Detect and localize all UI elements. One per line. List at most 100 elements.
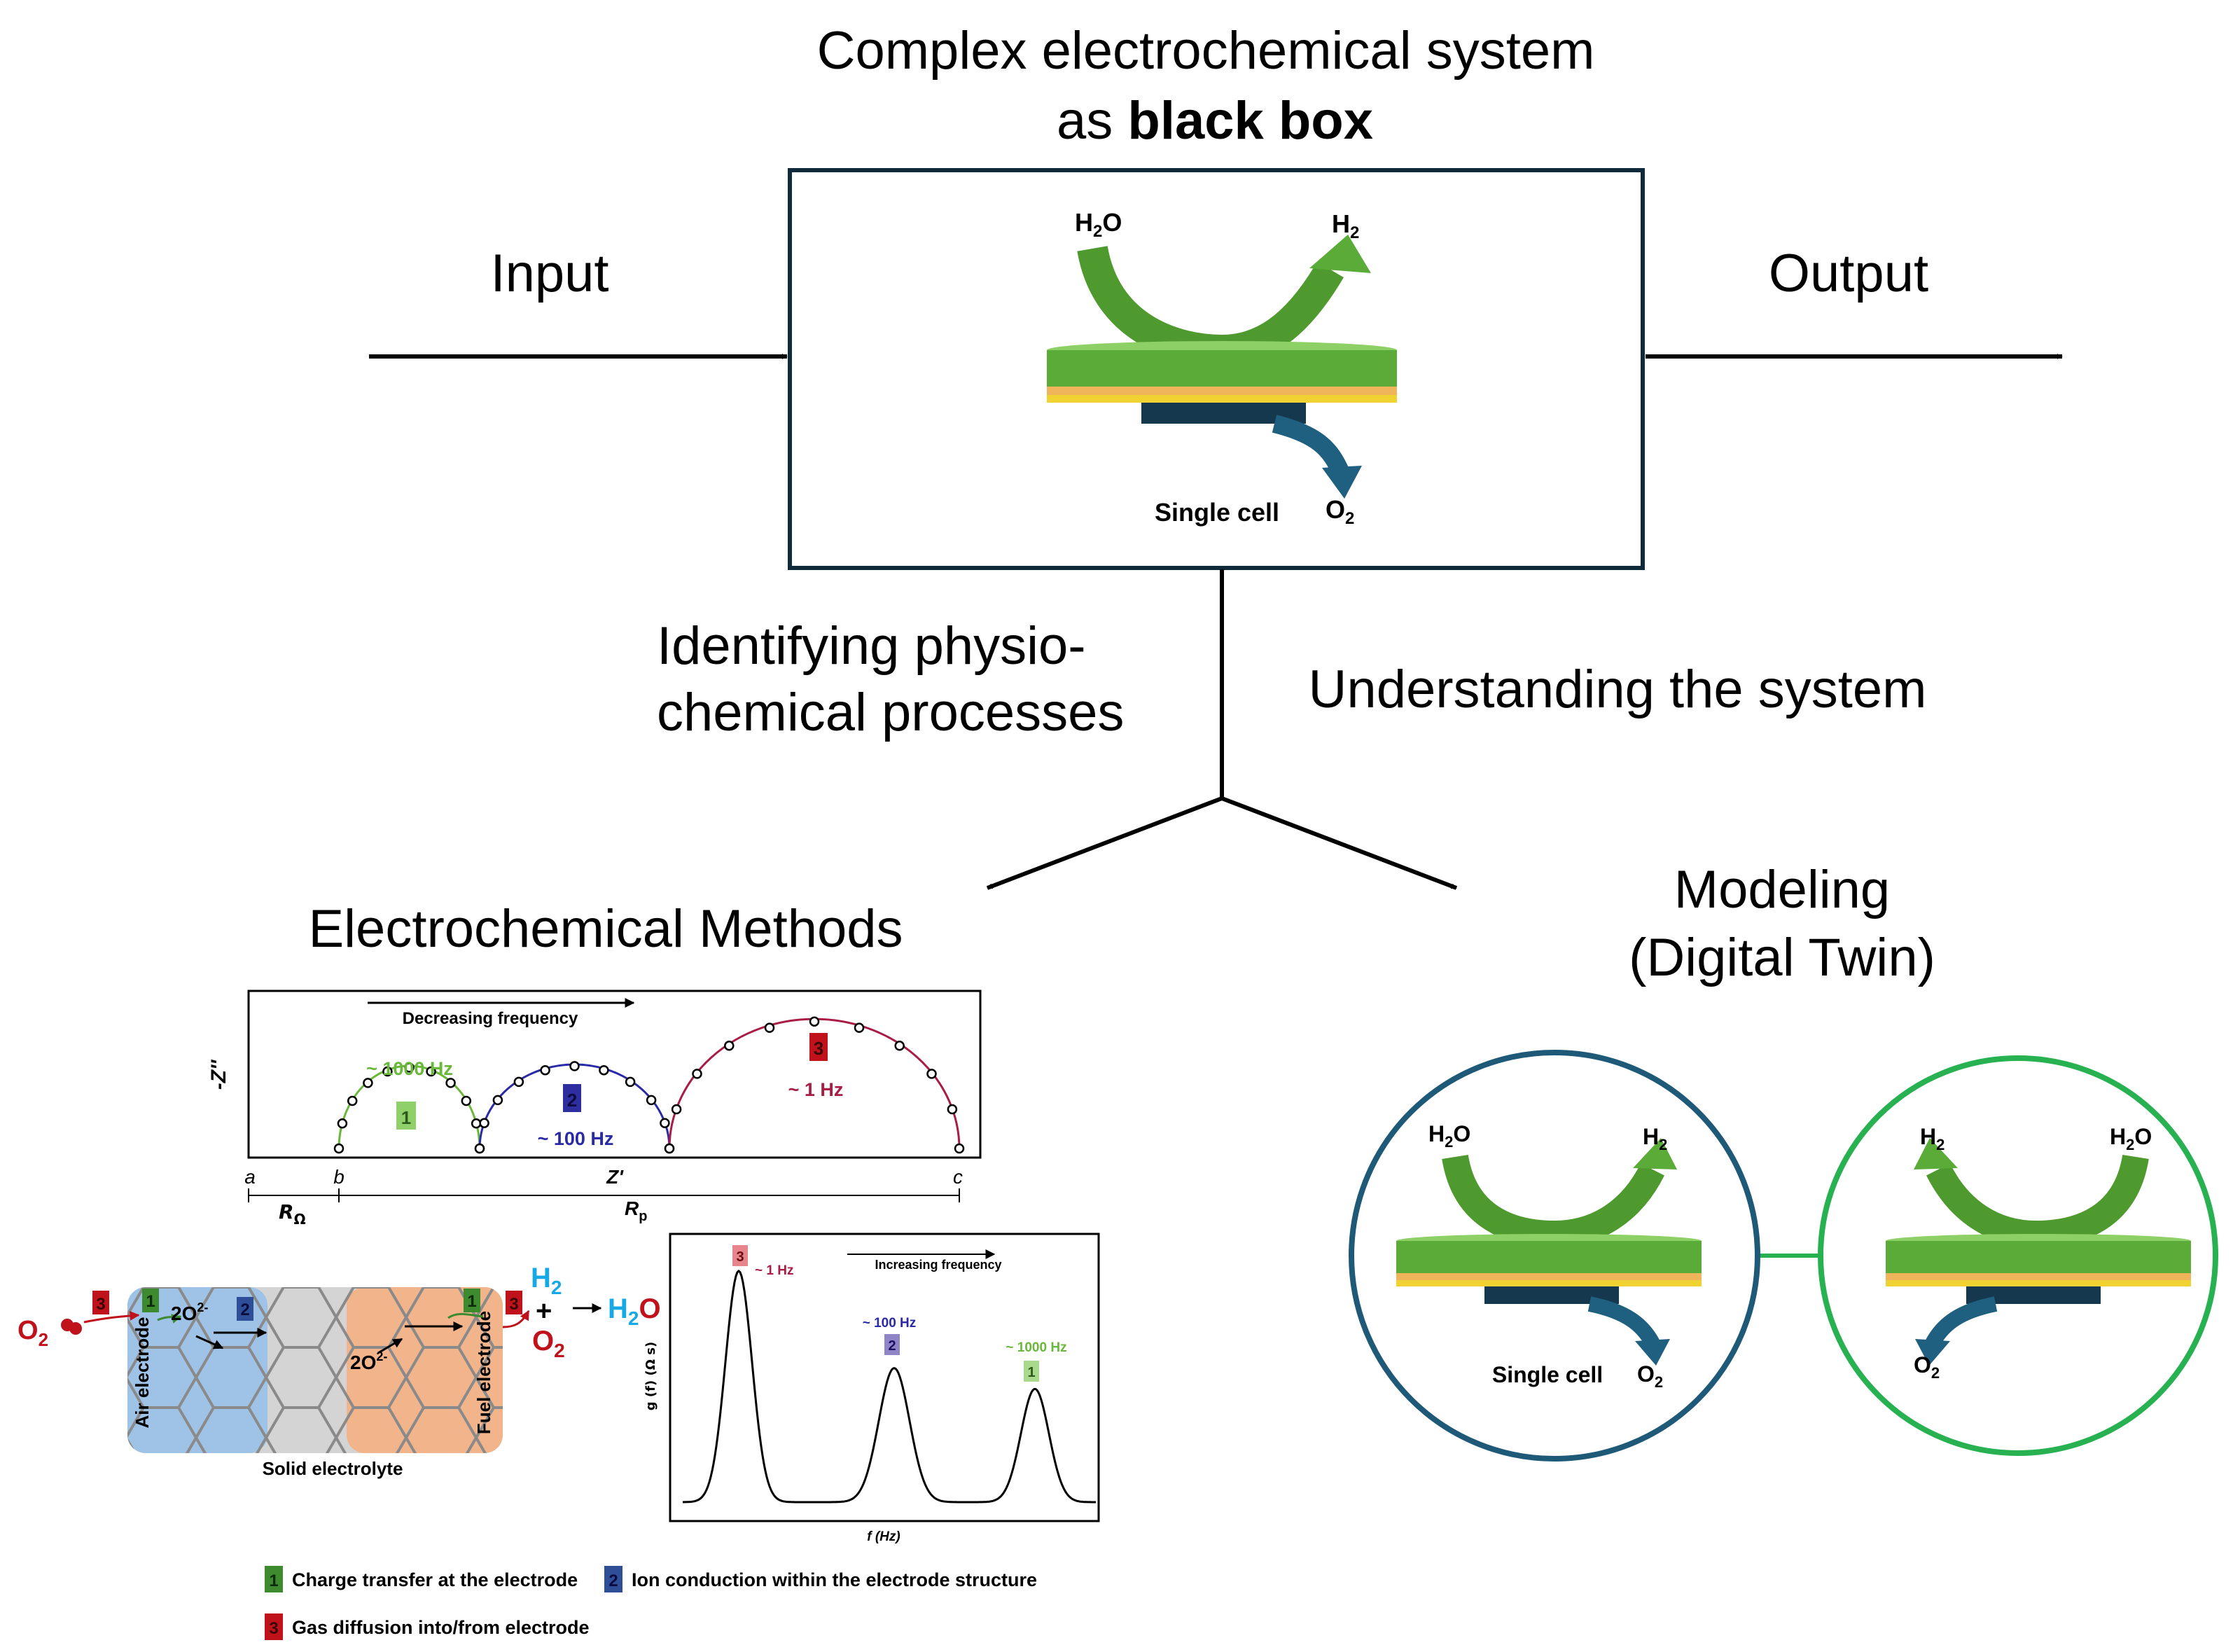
- branch-arrow-left: [986, 796, 1223, 890]
- modeling-title-line2: (Digital Twin): [1629, 928, 1935, 987]
- nyquist-frame: [247, 990, 982, 1159]
- peak3-number: 1: [1027, 1365, 1035, 1380]
- electrolyte-layer: [1047, 395, 1397, 403]
- digital-twin: H2O H2 O2 Single cell H2O H2 O2: [1349, 1050, 2218, 1462]
- nyquist-data-point: [664, 1143, 675, 1154]
- nyquist-data-point: [479, 1118, 489, 1128]
- nyquist-data-point: [471, 1118, 482, 1129]
- h2-product-label: H2: [531, 1263, 562, 1298]
- nyquist-data-point: [692, 1069, 702, 1079]
- process-legend: 1 Charge transfer at the electrode 2 Ion…: [265, 1566, 1037, 1640]
- nyquist-data-point: [854, 1022, 865, 1033]
- branch-left-line2: chemical processes: [657, 683, 1124, 742]
- arc2-frequency-label: ~ 100 Hz: [538, 1128, 614, 1149]
- branch-right-label: Understanding the system: [1309, 660, 1927, 719]
- nyquist-data-point: [382, 1066, 393, 1077]
- oxide-ion-label-left: 2O2-: [171, 1300, 208, 1324]
- peak3-label: ~ 1000 Hz: [1006, 1340, 1066, 1355]
- air-electrode-label: Air electrode: [132, 1317, 153, 1429]
- nyquist-data-point: [363, 1078, 373, 1088]
- legend-item-3: Gas diffusion into/from electrode: [292, 1617, 590, 1638]
- ion-conduction-number: 2: [240, 1300, 249, 1319]
- nyquist-ylabel: -Z'': [207, 1060, 230, 1090]
- peak2-badge: [884, 1334, 900, 1355]
- gas-diffusion-badge-left: [92, 1291, 109, 1314]
- nyquist-data-point: [492, 1095, 503, 1106]
- h2o-label: H2O: [1075, 208, 1122, 241]
- legend-number-3: 3: [269, 1619, 278, 1638]
- peak1-number: 3: [736, 1249, 744, 1265]
- modeling-title-line1: Modeling: [1674, 860, 1890, 919]
- tick-c: c: [953, 1166, 963, 1188]
- nyquist-data-point: [764, 1022, 775, 1033]
- branch-left-line1: Identifying physio-: [657, 616, 1086, 676]
- r-p-label: Rp: [625, 1198, 647, 1224]
- nyquist-data-point: [474, 1143, 485, 1154]
- charge-transfer-badge-left: [142, 1289, 159, 1312]
- nyquist-data-point: [540, 1064, 550, 1076]
- gas-diffusion-number-left: 3: [96, 1295, 105, 1314]
- nyquist-data-point: [445, 1078, 456, 1088]
- legend-item-1: Charge transfer at the electrode: [292, 1569, 578, 1590]
- arc1-number-badge: [396, 1102, 416, 1130]
- nyquist-data-point: [513, 1076, 524, 1088]
- nyquist-data-point: [646, 1095, 657, 1106]
- main-title-line1: Complex electrochemical system: [817, 21, 1595, 81]
- peak2-number: 2: [888, 1338, 896, 1354]
- charge-transfer-number-left: 1: [146, 1292, 155, 1311]
- nyquist-data-point: [337, 1118, 348, 1129]
- arc2-number-badge: [563, 1084, 581, 1112]
- main-title-line2: as black box: [1057, 91, 1373, 151]
- charge-transfer-number-right: 1: [467, 1292, 476, 1311]
- nyquist-header: Decreasing frequency: [403, 1009, 578, 1028]
- nyquist-data-point: [333, 1143, 345, 1154]
- single-cell-caption: Single cell: [1155, 498, 1279, 527]
- arc1-number: 1: [401, 1107, 411, 1128]
- o2-label: O2: [1326, 495, 1354, 528]
- nyquist-data-point: [569, 1061, 580, 1071]
- drt-xlabel: f (Hz): [867, 1529, 900, 1544]
- nyquist-data-point: [660, 1118, 670, 1128]
- legend-item-2: Ion conduction within the electrode stru…: [632, 1569, 1037, 1590]
- fuel-electrode-label: Fuel electrode: [473, 1311, 494, 1434]
- legend-badge-3: [265, 1613, 283, 1640]
- nyquist-data-point: [809, 1016, 820, 1027]
- ion-conduction-badge: [237, 1297, 253, 1321]
- arc2-number: 2: [567, 1090, 577, 1111]
- tick-a: a: [244, 1166, 256, 1188]
- drt-plot: Increasing frequency g (f) (Ω s) f (Hz) …: [644, 1233, 1100, 1544]
- legend-number-1: 1: [269, 1571, 278, 1590]
- h2-label: H2: [1332, 209, 1359, 242]
- drt-ylabel: g (f) (Ω s): [644, 1342, 658, 1410]
- gas-diffusion-number-right: 3: [509, 1295, 518, 1314]
- nyquist-plot: Decreasing frequency -Z'' ~ 1000 Hz 1 2 …: [207, 990, 982, 1228]
- peak3-badge: [1024, 1361, 1039, 1382]
- twin-right-h2-label: H2: [1920, 1124, 1945, 1153]
- nyquist-data-point: [347, 1095, 358, 1106]
- tick-b: b: [333, 1166, 345, 1188]
- nyquist-data-point: [599, 1064, 609, 1076]
- peak2-label: ~ 100 Hz: [863, 1316, 917, 1331]
- peak1-badge: [732, 1245, 748, 1266]
- nyquist-data-point: [426, 1066, 436, 1077]
- nyquist-data-point: [724, 1041, 735, 1051]
- twin-left-h2o-label: H2O: [1428, 1121, 1470, 1151]
- arc3-number-badge: [809, 1033, 828, 1061]
- twin-left-caption: Single cell: [1492, 1362, 1603, 1387]
- legend-badge-2: [604, 1566, 622, 1592]
- nyquist-data-point: [894, 1041, 905, 1051]
- legend-badge-1: [265, 1566, 283, 1592]
- oxygen-arrow-head: [1322, 466, 1362, 499]
- nyquist-data-point: [671, 1104, 682, 1115]
- arc3-number: 3: [814, 1038, 823, 1059]
- twin-left-h2-label: H2: [1643, 1124, 1667, 1153]
- twin-right-h2o-label: H2O: [2110, 1124, 2152, 1153]
- interlayer: [1047, 387, 1397, 395]
- nyquist-data-point: [625, 1076, 636, 1088]
- solid-oxide-cell-schematic: Air electrode Fuel electrode Solid elect…: [18, 1263, 661, 1479]
- solid-electrolyte-label: Solid electrolyte: [263, 1458, 403, 1479]
- o2-input-label: O2: [18, 1316, 48, 1350]
- nyquist-points: [333, 1016, 965, 1154]
- plus-sign: +: [536, 1296, 552, 1326]
